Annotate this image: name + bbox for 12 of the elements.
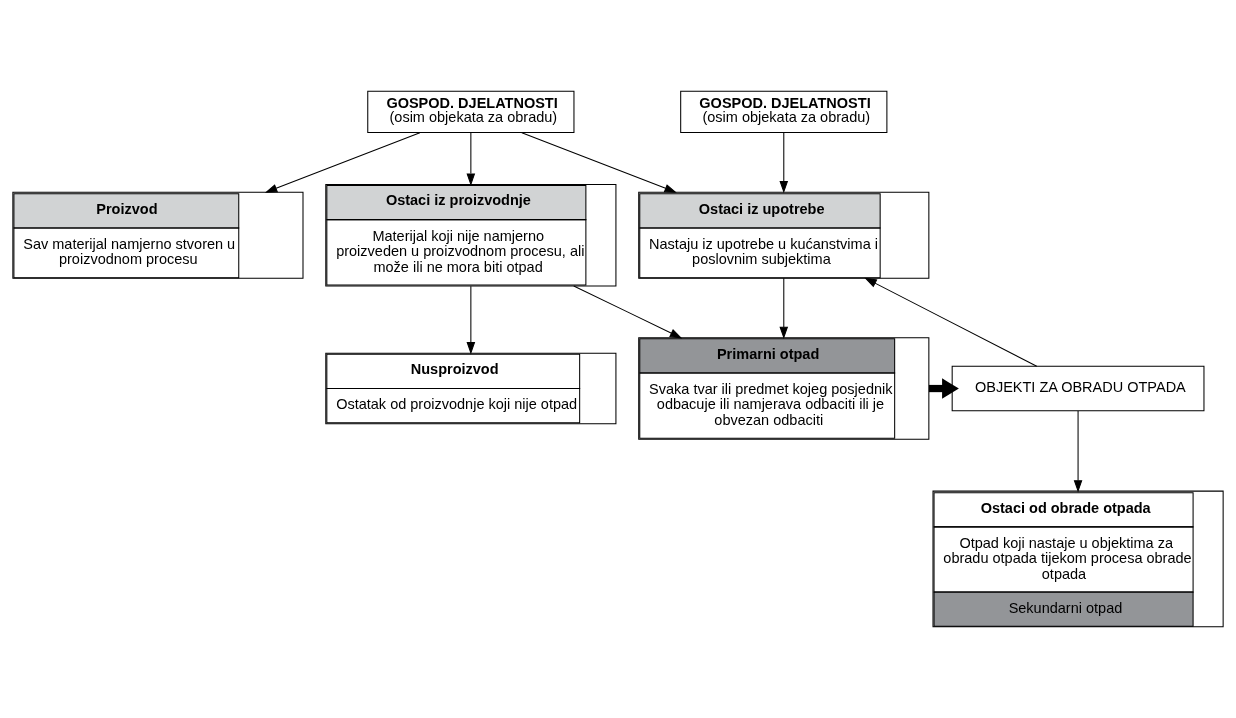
arrow	[466, 132, 476, 186]
arrow	[1073, 410, 1083, 493]
arrow	[521, 132, 677, 193]
node-box: GOSPOD. DJELATNOSTI (osim objekata za obradu)	[680, 90, 888, 134]
arrow	[264, 132, 421, 193]
node-box: OBJEKTI ZA OBRADU OTPADA	[951, 365, 1205, 412]
arrow	[573, 285, 683, 339]
arrow	[864, 277, 1038, 367]
arrow	[466, 285, 476, 355]
arrow	[779, 277, 789, 340]
arrow	[779, 132, 789, 194]
node-box: GOSPOD. DJELATNOSTI (osim objekata za obradu)	[367, 90, 575, 134]
